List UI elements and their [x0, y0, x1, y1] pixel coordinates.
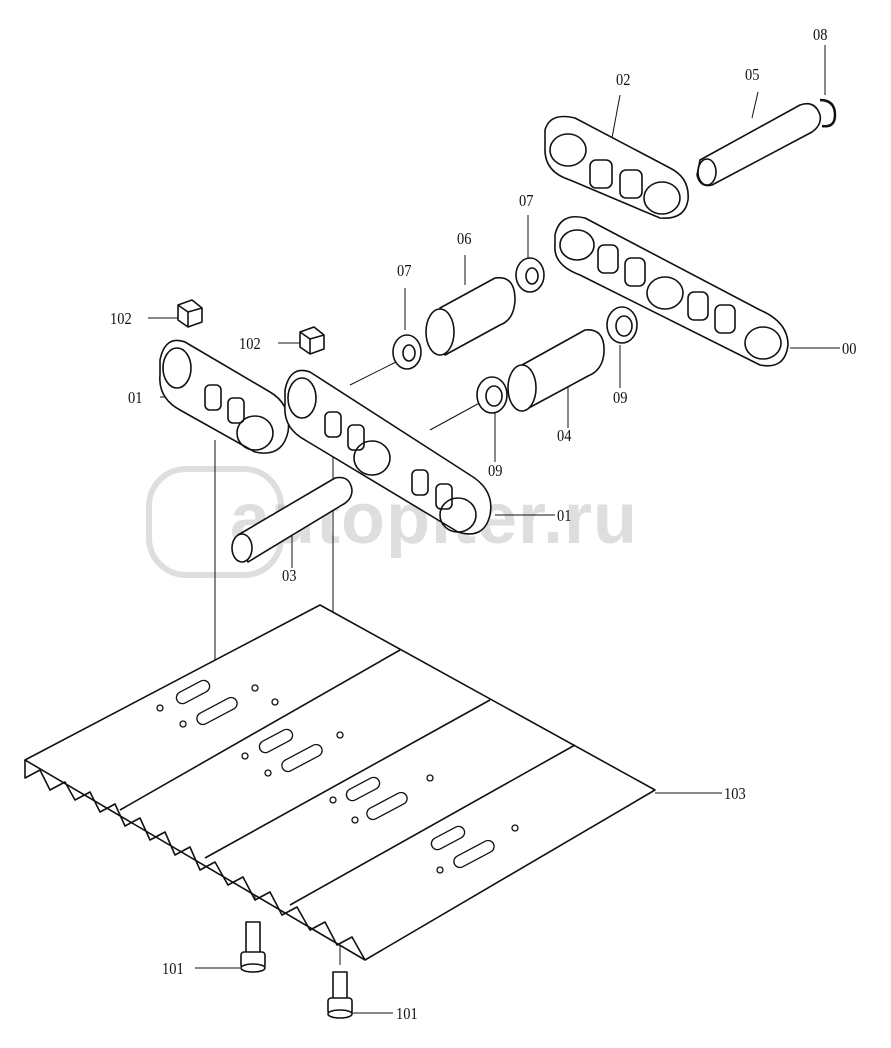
part-101-bolt-left [240, 921, 266, 973]
label-103: 103 [724, 784, 746, 803]
label-102-left: 102 [110, 309, 132, 328]
part-102-nut-left [177, 299, 203, 328]
part-00-link-assembly [554, 216, 789, 367]
label-07-upper: 07 [519, 191, 534, 210]
label-06: 06 [457, 229, 472, 248]
label-04: 04 [557, 426, 572, 445]
label-09-upper: 09 [613, 388, 628, 407]
part-102-nut-right [299, 326, 325, 355]
part-01-link-right [284, 369, 492, 535]
part-09-seal-lower [476, 376, 508, 414]
label-08: 08 [813, 25, 828, 44]
part-01-link-left [159, 339, 290, 454]
part-103-track-shoes [24, 604, 656, 961]
part-08-retaining-ring [819, 98, 837, 128]
part-02-link [544, 115, 689, 219]
part-07-spacer-lower [392, 334, 422, 370]
part-09-seal-upper [606, 306, 638, 344]
label-07-lower: 07 [397, 261, 412, 280]
label-101-right: 101 [396, 1004, 418, 1023]
part-04-bushing [507, 329, 605, 412]
label-05: 05 [745, 65, 760, 84]
part-07-spacer-upper [515, 257, 545, 293]
part-101-bolt-right [327, 971, 353, 1019]
label-03: 03 [282, 566, 297, 585]
label-09-lower: 09 [488, 461, 503, 480]
label-01-right: 01 [557, 506, 572, 525]
part-06-bushing [425, 276, 516, 356]
label-02: 02 [616, 70, 631, 89]
label-102-right: 102 [239, 334, 261, 353]
part-03-pin [231, 476, 353, 563]
label-101-left: 101 [162, 959, 184, 978]
part-05-pin [696, 102, 822, 187]
label-01-left: 01 [128, 388, 143, 407]
label-00: 00 [842, 339, 857, 358]
